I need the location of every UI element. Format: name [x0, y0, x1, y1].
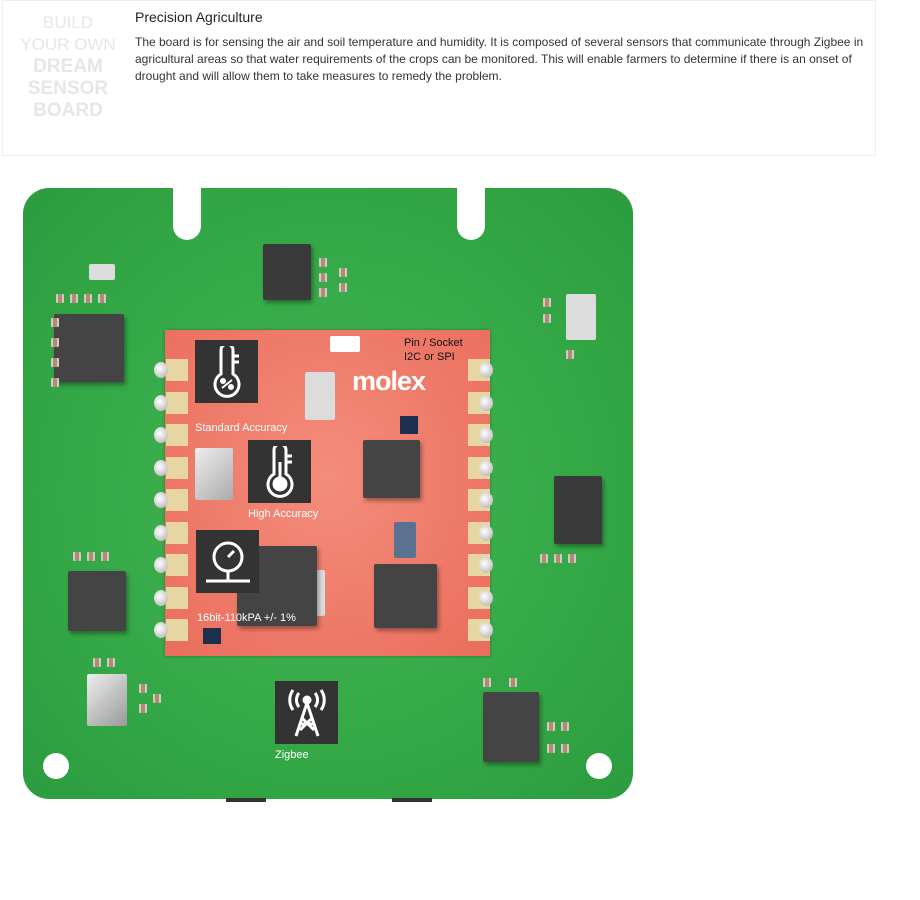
interface-line: Pin / Socket [404, 337, 463, 349]
edge-pin [154, 492, 168, 508]
component [305, 372, 335, 420]
edge-pad [166, 424, 188, 446]
edge-pin [479, 459, 493, 476]
edge-pin [154, 459, 168, 476]
chip [363, 440, 420, 498]
interface-line: I2C or SPI [404, 351, 455, 363]
edge-pin [479, 557, 493, 573]
chip [554, 476, 602, 544]
chip [374, 564, 437, 628]
board-notch [173, 186, 201, 240]
edge-pin [479, 622, 493, 638]
connector [392, 798, 432, 802]
brand-logo: BUILD YOUR OWN DREAM SENSOR BOARD [14, 12, 122, 122]
edge-pin [154, 557, 168, 573]
edge-pad [166, 359, 188, 381]
edge-pin [154, 362, 168, 378]
chip [54, 314, 124, 382]
edge-pad [166, 554, 188, 576]
mount-hole [43, 753, 69, 779]
component [87, 674, 127, 726]
page-title: Precision Agriculture [135, 9, 263, 25]
edge-pin [154, 427, 168, 443]
chip [483, 692, 539, 762]
sensor-label: Standard Accuracy [195, 422, 288, 434]
edge-pad [166, 586, 188, 609]
chip [394, 522, 416, 558]
edge-pin [479, 524, 493, 541]
edge-pin [479, 492, 493, 508]
edge-pad [166, 391, 188, 414]
description: The board is for sensing the air and soi… [135, 35, 864, 83]
chip [203, 628, 221, 644]
component [566, 294, 596, 340]
edge-pin [479, 427, 493, 443]
component [330, 336, 360, 352]
edge-pad [166, 521, 188, 544]
brand-line: SENSOR [27, 78, 109, 99]
edge-pin [154, 589, 168, 606]
edge-pin [154, 394, 168, 411]
sensor-label: High Accuracy [248, 508, 319, 520]
sensor-label: 16bit-110kPA +/- 1% [197, 612, 296, 624]
chip [400, 416, 418, 434]
edge-pin [154, 524, 168, 541]
component [195, 448, 233, 500]
edge-pad [166, 619, 188, 641]
thermometer-percent-icon [195, 340, 258, 403]
molex-logo: molex [352, 366, 426, 396]
edge-pin [479, 589, 493, 606]
thermometer-icon [248, 440, 311, 503]
edge-pad [166, 489, 188, 511]
board-notch [457, 186, 485, 240]
chip [263, 244, 311, 300]
edge-pin [154, 622, 168, 638]
chip [68, 571, 126, 631]
brand-line: DREAM [33, 56, 103, 77]
brand-line: YOUR OWN [20, 35, 116, 54]
mount-hole [586, 753, 612, 779]
sensor-label: Zigbee [275, 749, 309, 761]
antenna-tower-icon [275, 681, 338, 744]
edge-pin [479, 394, 493, 411]
brand-line: BUILD [42, 13, 94, 32]
edge-pad [166, 456, 188, 479]
connector [226, 798, 266, 802]
pressure-gauge-icon [196, 530, 259, 593]
brand-line: BOARD [33, 100, 103, 121]
component [89, 264, 115, 280]
interface-label: Pin / Socket I2C or SPI [404, 336, 463, 364]
info-card [2, 0, 876, 156]
edge-pin [479, 362, 493, 378]
